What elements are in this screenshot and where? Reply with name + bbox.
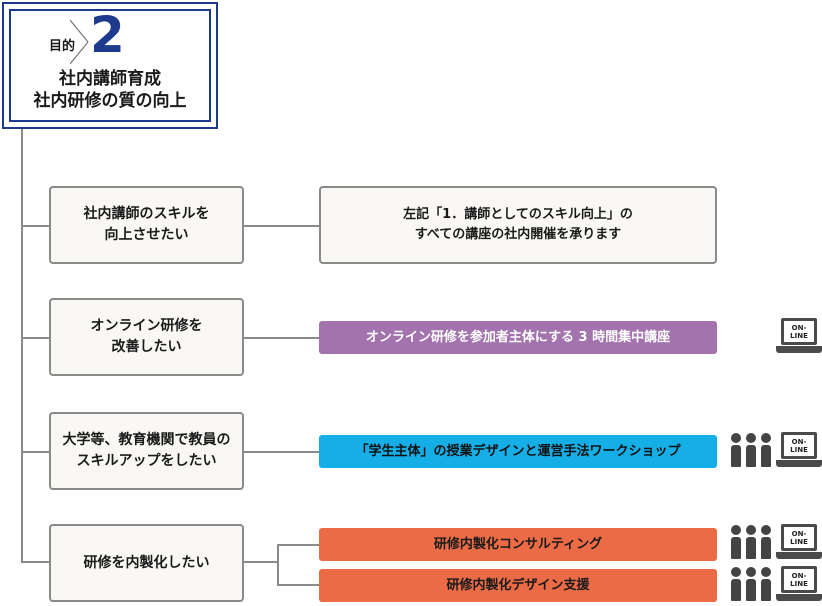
need-box-4: 研修を内製化したい xyxy=(49,524,244,602)
solution-box-1[interactable]: 左記「1．講師としてのスキル向上」の すべての講座の社内開催を承ります xyxy=(319,186,717,264)
solution-box-4[interactable]: 研修内製化コンサルティング xyxy=(319,528,717,561)
need-box-3: 大学等、教育機関で教員の スキルアップをしたい xyxy=(49,412,244,490)
solution-text: 左記「1．講師としてのスキル向上」の xyxy=(403,207,633,222)
link-line-2 xyxy=(243,337,320,339)
online-text: LINE xyxy=(790,537,808,546)
online-text: LINE xyxy=(790,331,808,340)
laptop-icon: ON-LINE xyxy=(776,432,822,470)
branch-line-1 xyxy=(21,225,50,227)
solution-text: オンライン研修を参加者主体にする 3 時間集中講座 xyxy=(365,329,671,345)
branch-line-4 xyxy=(21,561,50,563)
goal-bracket-icon xyxy=(70,20,89,65)
laptop-icon: ON-LINE xyxy=(776,566,822,604)
need-text: 改善したい xyxy=(111,339,182,355)
fork-line-top xyxy=(277,544,320,546)
link-line-1 xyxy=(243,225,320,227)
goal-number: 2 xyxy=(90,6,125,64)
solution-text: 研修内製化デザイン支援 xyxy=(446,577,590,593)
fork-line-bottom xyxy=(277,584,320,586)
fork-line-vertical xyxy=(277,544,279,586)
solution-text: すべての講座の社内開催を承ります xyxy=(414,227,622,242)
people-icon xyxy=(730,525,772,559)
need-text: オンライン研修を xyxy=(90,318,203,334)
people-icon xyxy=(730,433,772,467)
goal-title-line-2: 社内研修の質の向上 xyxy=(33,91,187,111)
solution-box-5[interactable]: 研修内製化デザイン支援 xyxy=(319,569,717,602)
laptop-icon: ON-LINE xyxy=(776,318,822,356)
online-text: ON- xyxy=(791,571,807,580)
goal-title: 社内講師育成 社内研修の質の向上 xyxy=(4,68,216,112)
branch-line-2 xyxy=(21,337,50,339)
goal-inner-frame xyxy=(9,9,211,122)
online-text: ON- xyxy=(791,323,807,332)
goal-label: 目的 xyxy=(49,39,76,54)
link-line-3 xyxy=(243,451,320,453)
laptop-icon: ON-LINE xyxy=(776,524,822,562)
need-text: 社内講師のスキルを xyxy=(83,206,210,222)
need-box-1: 社内講師のスキルを 向上させたい xyxy=(49,186,244,264)
link-line-4 xyxy=(243,561,278,563)
need-text: 向上させたい xyxy=(104,227,189,243)
solution-text: 「学生主体」の授業デザインと運営手法ワークショップ xyxy=(355,443,681,459)
online-text: ON- xyxy=(791,437,807,446)
online-text: LINE xyxy=(790,445,808,454)
need-text: 研修を内製化したい xyxy=(83,554,210,571)
need-text: スキルアップをしたい xyxy=(76,453,217,469)
solution-box-3[interactable]: 「学生主体」の授業デザインと運営手法ワークショップ xyxy=(319,435,717,468)
need-text: 大学等、教育機関で教員の xyxy=(62,432,231,448)
online-text: ON- xyxy=(791,529,807,538)
solution-box-2[interactable]: オンライン研修を参加者主体にする 3 時間集中講座 xyxy=(319,321,717,354)
people-icon xyxy=(730,567,772,601)
solution-text: 研修内製化コンサルティング xyxy=(433,536,603,552)
goal-title-line-1: 社内講師育成 xyxy=(59,69,161,89)
branch-line-3 xyxy=(21,451,50,453)
goal-box: 目的 2 社内講師育成 社内研修の質の向上 xyxy=(2,2,218,129)
trunk-line xyxy=(21,128,23,562)
need-box-2: オンライン研修を 改善したい xyxy=(49,298,244,376)
online-text: LINE xyxy=(790,579,808,588)
